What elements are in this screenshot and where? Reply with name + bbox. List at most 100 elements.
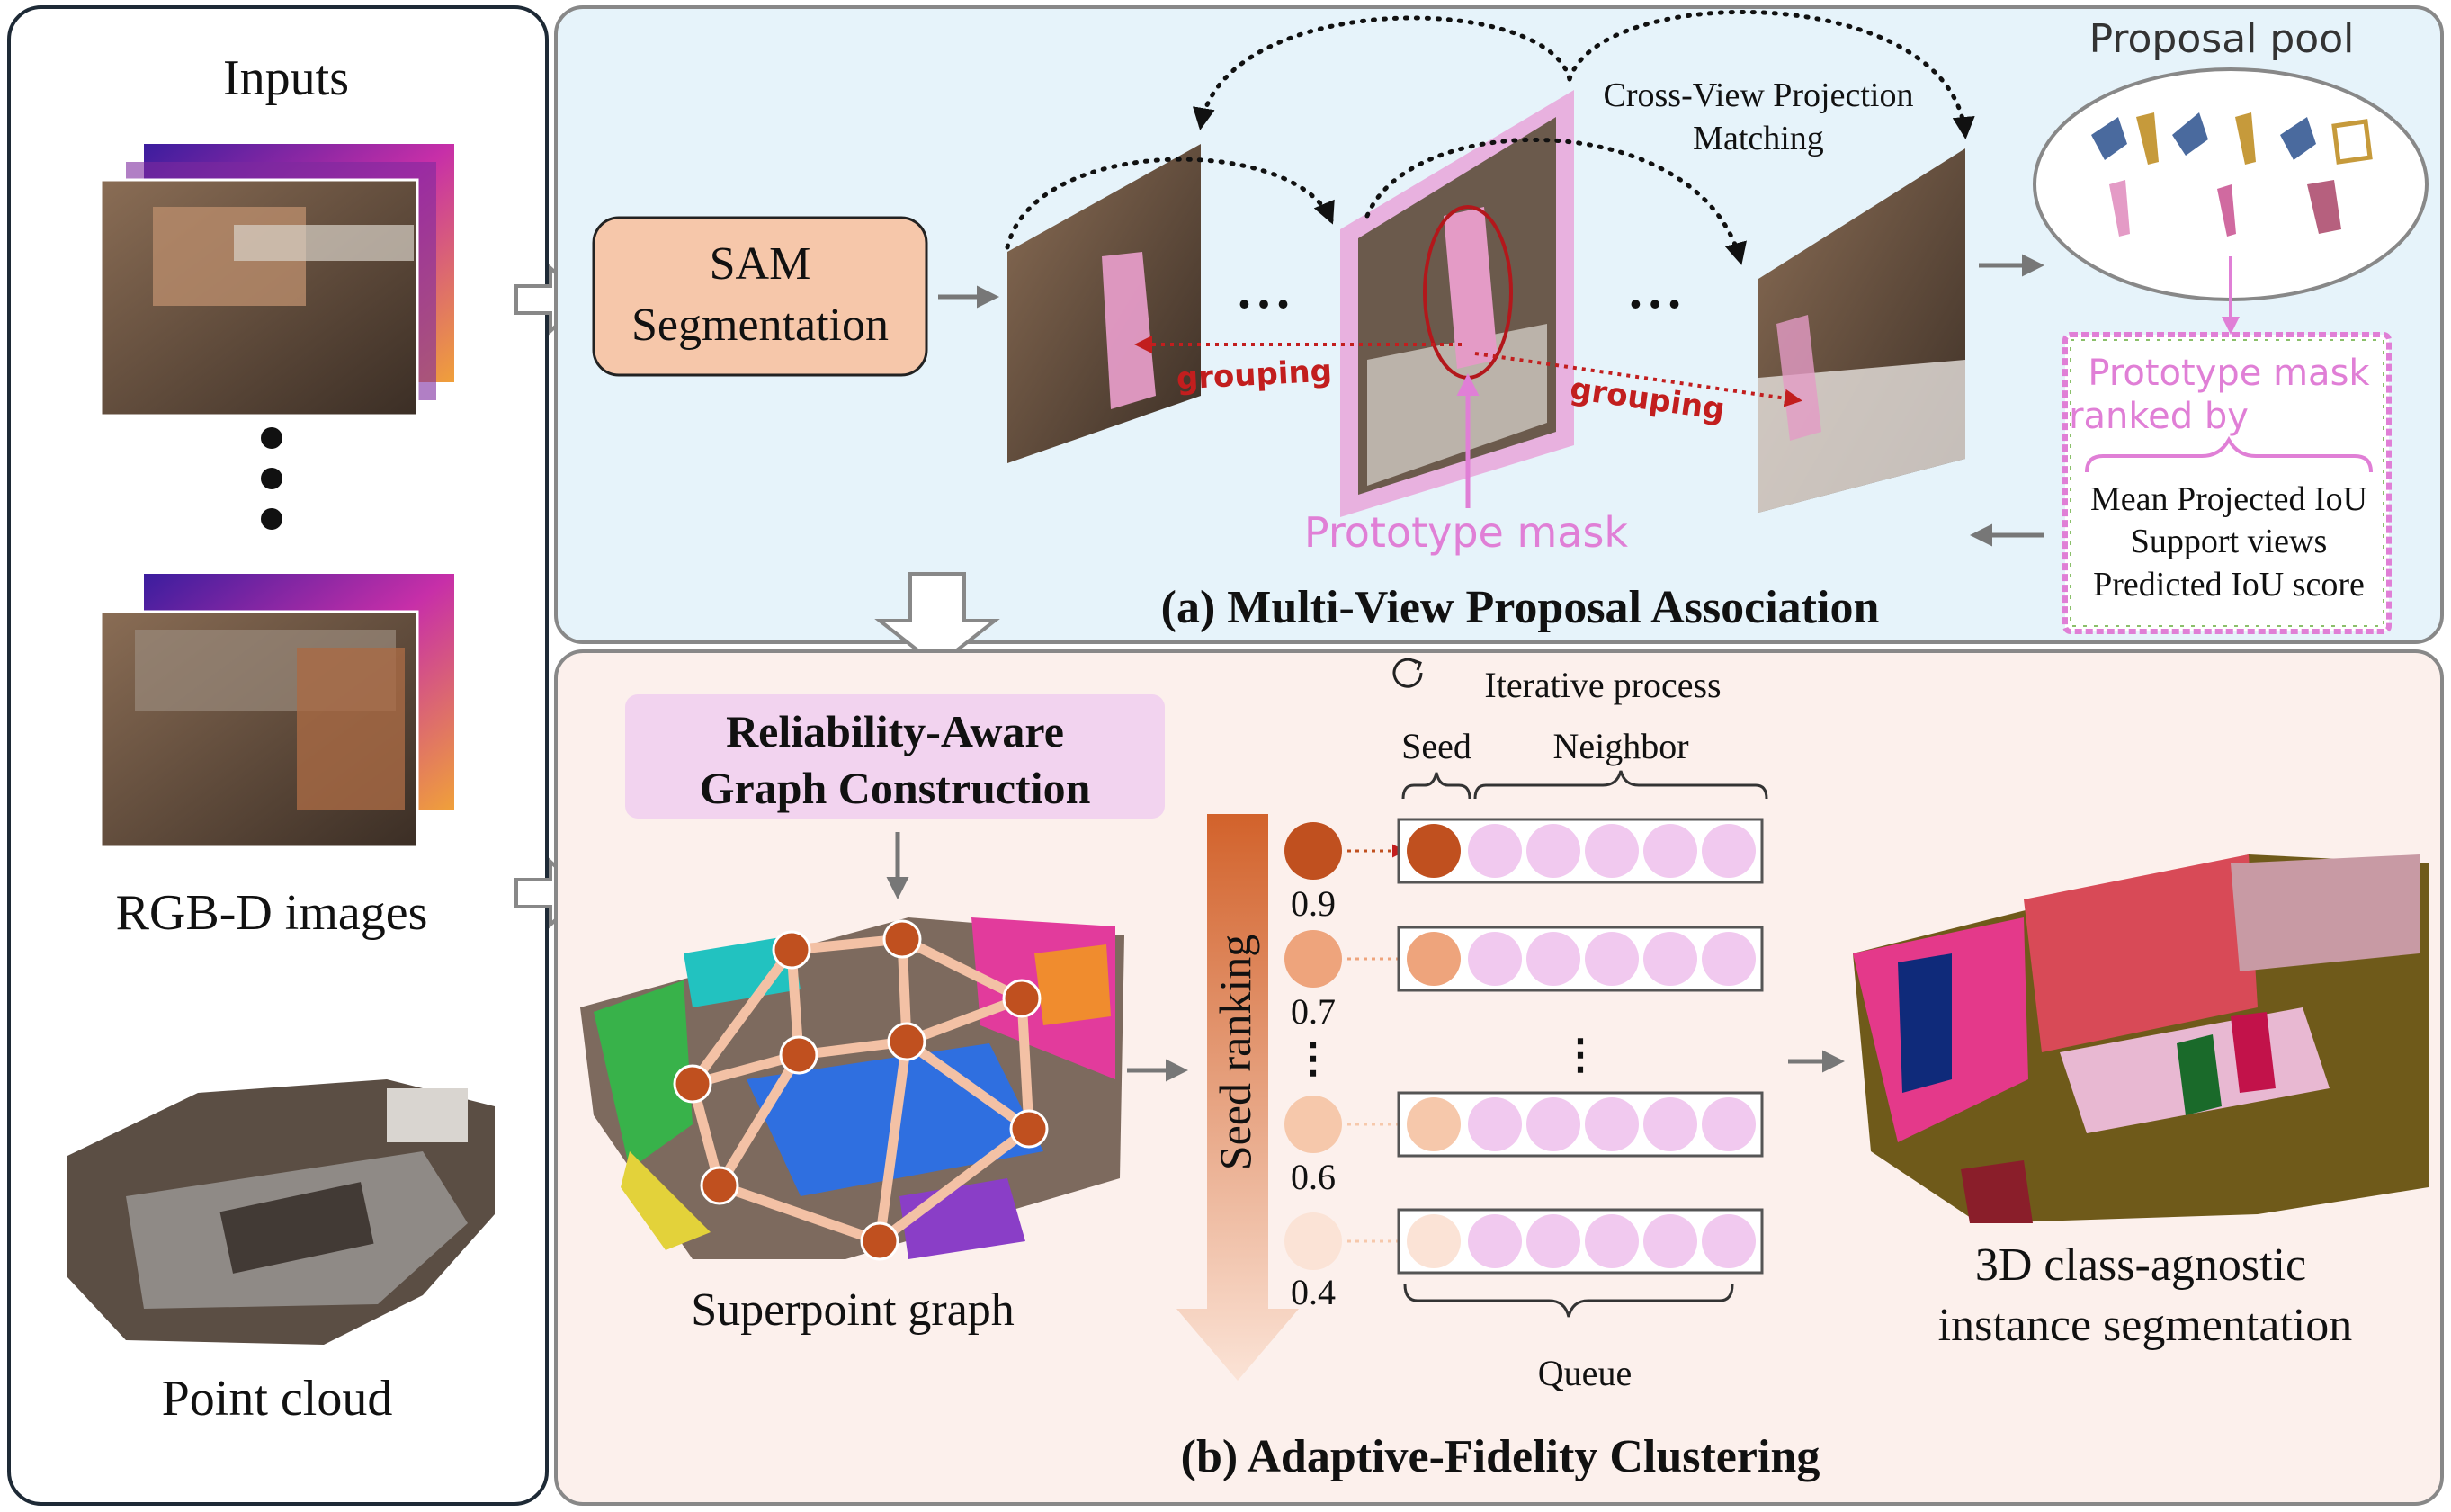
neighbor-slot bbox=[1585, 1097, 1639, 1151]
proposal-pool-chairs bbox=[2091, 112, 2373, 237]
neighbor-slot bbox=[1526, 824, 1580, 878]
inputs-title: Inputs bbox=[223, 50, 349, 106]
view-image-left bbox=[1007, 144, 1201, 463]
neighbor-slot bbox=[1643, 1214, 1697, 1268]
neighbor-slot bbox=[1585, 1214, 1639, 1268]
ranked-brace bbox=[2085, 435, 2373, 473]
neighbor-brace bbox=[1473, 770, 1768, 800]
cross-view-line1: Cross-View Projection bbox=[1604, 76, 1914, 114]
neighbor-slot bbox=[1702, 1097, 1756, 1151]
cross-view-arc-outer bbox=[1193, 15, 1572, 130]
seed-slot bbox=[1407, 932, 1461, 986]
neighbor-slot bbox=[1468, 1097, 1522, 1151]
ranking-box bbox=[2062, 332, 2392, 634]
panel-a-caption: (a) Multi-View Proposal Association bbox=[1161, 582, 1880, 633]
vertical-dot bbox=[261, 508, 282, 530]
graph-node bbox=[700, 1166, 739, 1205]
sam-label-line1: SAM bbox=[710, 238, 811, 290]
neighbor-slot bbox=[1526, 1214, 1580, 1268]
iterative-process-icon bbox=[1392, 658, 1423, 688]
seed-column-dots: ⋮ bbox=[1293, 1035, 1334, 1081]
seed-score-1: 0.9 bbox=[1291, 883, 1336, 924]
seed-score-2: 0.7 bbox=[1291, 991, 1336, 1032]
neighbor-slot bbox=[1585, 824, 1639, 878]
queue-row-2 bbox=[1284, 926, 1764, 992]
panel-b-caption: (b) Adaptive-Fidelity Clustering bbox=[1181, 1431, 1820, 1482]
seed-slot bbox=[1407, 1097, 1461, 1151]
grouping-arrow-right bbox=[1474, 352, 1802, 407]
seed-slot bbox=[1407, 824, 1461, 878]
neighbor-slot bbox=[1702, 1214, 1756, 1268]
vertical-dot bbox=[261, 468, 282, 489]
graph-node bbox=[860, 1221, 899, 1261]
rgbd-image-stack-top bbox=[99, 144, 454, 417]
output-line2: instance segmentation bbox=[1938, 1300, 2353, 1351]
point-cloud-label: Point cloud bbox=[162, 1371, 393, 1427]
cross-view-arc-outer-right bbox=[1567, 10, 1975, 139]
neighbor-slot bbox=[1526, 932, 1580, 986]
queue-brace bbox=[1403, 1284, 1734, 1318]
graph-node bbox=[1002, 979, 1042, 1018]
iterative-process-label: Iterative process bbox=[1484, 665, 1721, 705]
view-image-center bbox=[1340, 90, 1574, 517]
queue-row-3 bbox=[1284, 1091, 1764, 1158]
ranked-line2: ranked by bbox=[2069, 396, 2249, 437]
ranked-seed bbox=[1284, 822, 1342, 880]
seed-header: Seed bbox=[1401, 726, 1471, 766]
vertical-dot bbox=[261, 427, 282, 449]
ellipsis-left: • • • bbox=[1239, 286, 1289, 322]
queue-row-4 bbox=[1284, 1208, 1764, 1275]
panel-b-background bbox=[554, 649, 2444, 1506]
queue-row-1 bbox=[1284, 818, 1764, 884]
ranked-seed bbox=[1284, 1212, 1342, 1270]
graph-construction-box bbox=[625, 694, 1165, 819]
seed-brace bbox=[1401, 772, 1471, 800]
neighbor-slot bbox=[1468, 1214, 1522, 1268]
seed-ranking-label: Seed ranking bbox=[1210, 935, 1260, 1170]
output-line1: 3D class-agnostic bbox=[1975, 1239, 2306, 1291]
sam-label-line2: Segmentation bbox=[631, 300, 889, 351]
seed-slot bbox=[1407, 1214, 1461, 1268]
graph-node bbox=[882, 919, 922, 959]
panel-a-to-b-arrow bbox=[874, 572, 1000, 668]
prototype-mask-label: Prototype mask bbox=[1304, 508, 1629, 557]
graph-node bbox=[887, 1022, 926, 1061]
ranked-seed bbox=[1284, 930, 1342, 988]
cross-view-line2: Matching bbox=[1693, 120, 1824, 157]
graph-construction-line1: Reliability-Aware bbox=[726, 706, 1064, 756]
seed-score-4: 0.4 bbox=[1291, 1272, 1336, 1312]
graph-node bbox=[779, 1035, 818, 1075]
sam-segmentation-box bbox=[592, 216, 928, 377]
criterion-support-views: Support views bbox=[2131, 523, 2328, 560]
graph-node bbox=[772, 930, 811, 970]
cross-view-arc-inner-right bbox=[1364, 137, 1747, 265]
neighbor-slot bbox=[1468, 824, 1522, 878]
criterion-mean-projected-iou: Mean Projected IoU bbox=[2090, 480, 2367, 518]
neighbor-slot bbox=[1643, 1097, 1697, 1151]
rgbd-images-label: RGB-D images bbox=[116, 885, 428, 941]
neighbor-slot bbox=[1643, 932, 1697, 986]
point-cloud-image bbox=[67, 1079, 495, 1345]
view-image-right bbox=[1758, 148, 1965, 513]
proposal-pool-title: Proposal pool bbox=[2089, 16, 2355, 62]
superpoint-graph-nodes bbox=[673, 919, 1049, 1261]
queue-column-dots: ⋮ bbox=[1560, 1032, 1601, 1078]
neighbor-slot bbox=[1468, 932, 1522, 986]
neighbor-slot bbox=[1643, 824, 1697, 878]
neighbor-header: Neighbor bbox=[1552, 726, 1688, 766]
queue-label: Queue bbox=[1538, 1353, 1632, 1393]
graph-node bbox=[673, 1064, 712, 1104]
graph-construction-line2: Graph Construction bbox=[700, 763, 1091, 813]
rgbd-image-stack-bottom bbox=[99, 574, 454, 849]
grouping-label-left: grouping bbox=[1176, 353, 1333, 398]
neighbor-slot bbox=[1702, 824, 1756, 878]
ranked-seed bbox=[1284, 1096, 1342, 1153]
cross-view-arc-inner-left bbox=[1005, 157, 1335, 250]
ellipsis-right: • • • bbox=[1630, 286, 1680, 322]
graph-node bbox=[1009, 1109, 1049, 1149]
seed-ranking-arrow bbox=[1176, 814, 1299, 1381]
superpoint-graph-label: Superpoint graph bbox=[691, 1284, 1015, 1336]
neighbor-slot bbox=[1585, 932, 1639, 986]
instance-segmentation-scene bbox=[1853, 854, 2429, 1223]
